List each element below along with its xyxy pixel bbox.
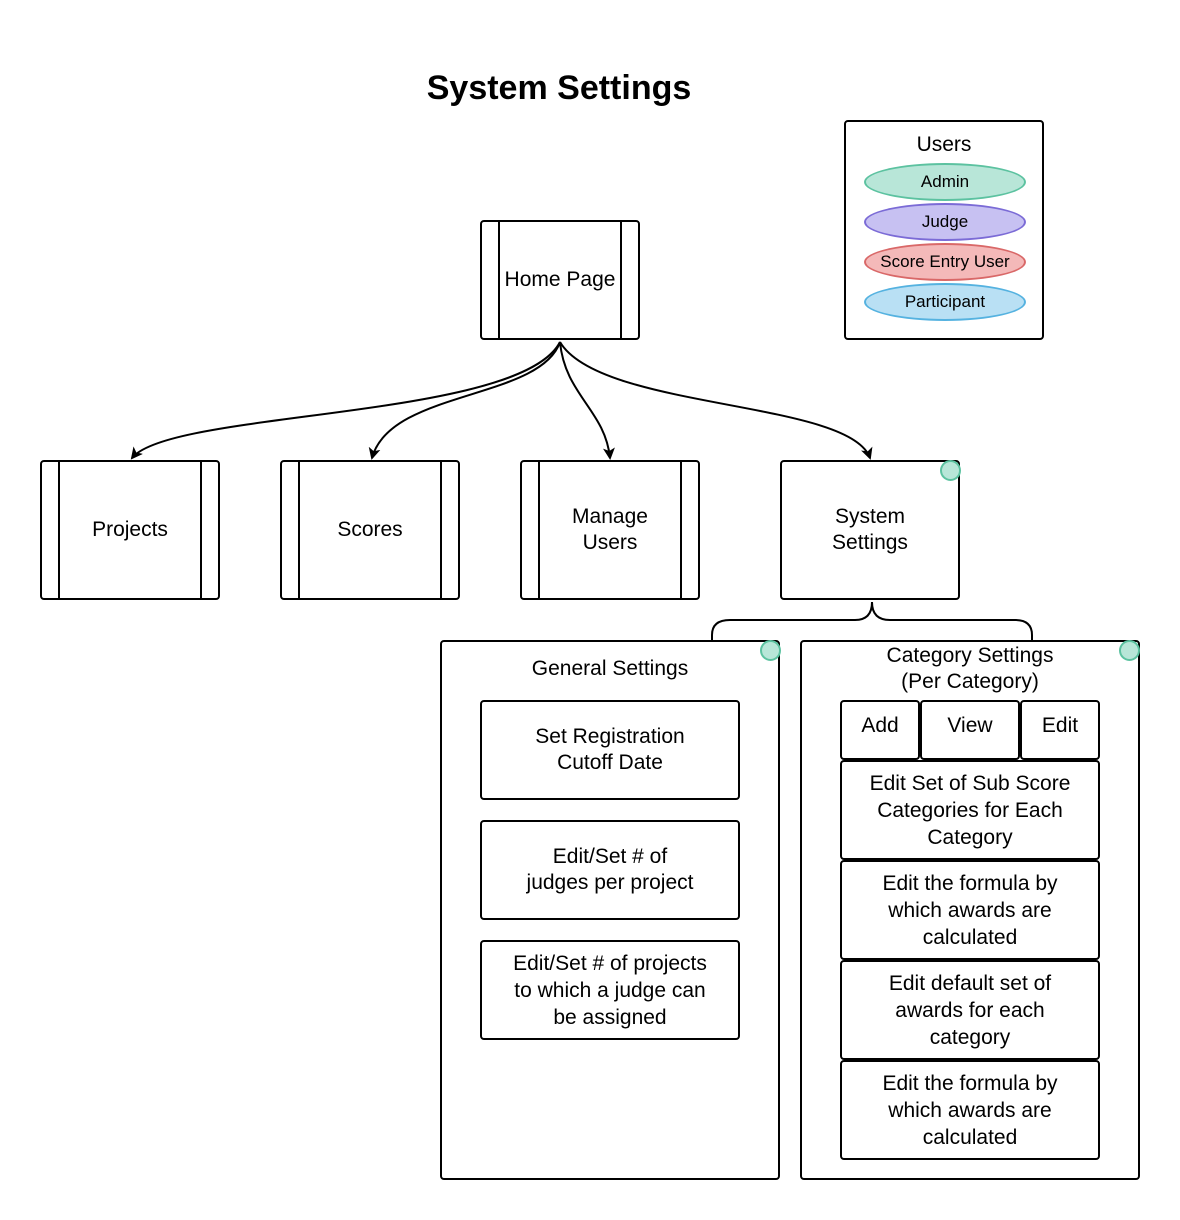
category-edit-button[interactable]: Edit: [1020, 700, 1100, 760]
manage-users-label: Manage Users: [572, 505, 648, 554]
users-legend: Users Admin Judge Score Entry User Parti…: [844, 120, 1044, 340]
arrow-home-to-scores: [368, 341, 561, 460]
category-item-label: Edit default set of awards for each cate…: [888, 971, 1052, 1049]
edit-projects-per-judge-button[interactable]: Edit/Set # of projects to which a judge …: [480, 940, 740, 1040]
category-view-button[interactable]: View: [920, 700, 1020, 760]
edit-award-formula-button[interactable]: Edit the formula by which awards are cal…: [840, 1060, 1100, 1160]
category-add-button[interactable]: Add: [840, 700, 920, 760]
legend-title: Users: [916, 133, 972, 156]
general-item-label: Edit/Set # of projects to which a judge …: [513, 951, 707, 1029]
general-item-label: Set Registration Cutoff Date: [535, 725, 685, 774]
edit-judges-per-project-button[interactable]: Edit/Set # of judges per project: [480, 820, 740, 920]
system-settings-label: System Settings: [832, 505, 908, 554]
admin-indicator-dot: [1119, 640, 1140, 661]
edit-default-awards-button[interactable]: Edit default set of awards for each cate…: [840, 960, 1100, 1060]
legend-admin: Admin: [864, 163, 1026, 201]
system-settings-node[interactable]: System Settings: [780, 460, 960, 600]
projects-node[interactable]: Projects: [40, 460, 220, 600]
home-page-label: Home Page: [504, 268, 616, 291]
admin-indicator-dot: [940, 460, 961, 481]
general-item-label: Edit/Set # of judges per project: [526, 845, 694, 894]
page-title: System Settings: [426, 69, 692, 107]
legend-score-entry-user: Score Entry User: [864, 243, 1026, 281]
edit-award-formula-button[interactable]: Edit the formula by which awards are cal…: [840, 860, 1100, 960]
arrow-home-to-manage-users: [559, 341, 615, 460]
arrow-home-to-projects: [130, 341, 561, 460]
general-settings-title: General Settings: [531, 657, 689, 680]
category-settings-title: Category Settings (Per Category): [886, 644, 1054, 693]
scores-label: Scores: [337, 518, 403, 541]
legend-judge: Judge: [864, 203, 1026, 241]
brace-connector: [711, 601, 1033, 640]
manage-users-node[interactable]: Manage Users: [520, 460, 700, 600]
projects-label: Projects: [92, 518, 168, 541]
scores-node[interactable]: Scores: [280, 460, 460, 600]
category-item-label: Edit Set of Sub Score Categories for Eac…: [869, 771, 1071, 849]
category-item-label: Edit the formula by which awards are cal…: [882, 1071, 1058, 1149]
home-page-node[interactable]: Home Page: [480, 220, 640, 340]
legend-participant: Participant: [864, 283, 1026, 321]
category-item-label: Edit the formula by which awards are cal…: [882, 871, 1058, 949]
arrow-home-to-system-settings: [559, 341, 873, 460]
edit-sub-score-categories-button[interactable]: Edit Set of Sub Score Categories for Eac…: [840, 760, 1100, 860]
admin-indicator-dot: [760, 640, 781, 661]
set-registration-cutoff-button[interactable]: Set Registration Cutoff Date: [480, 700, 740, 800]
